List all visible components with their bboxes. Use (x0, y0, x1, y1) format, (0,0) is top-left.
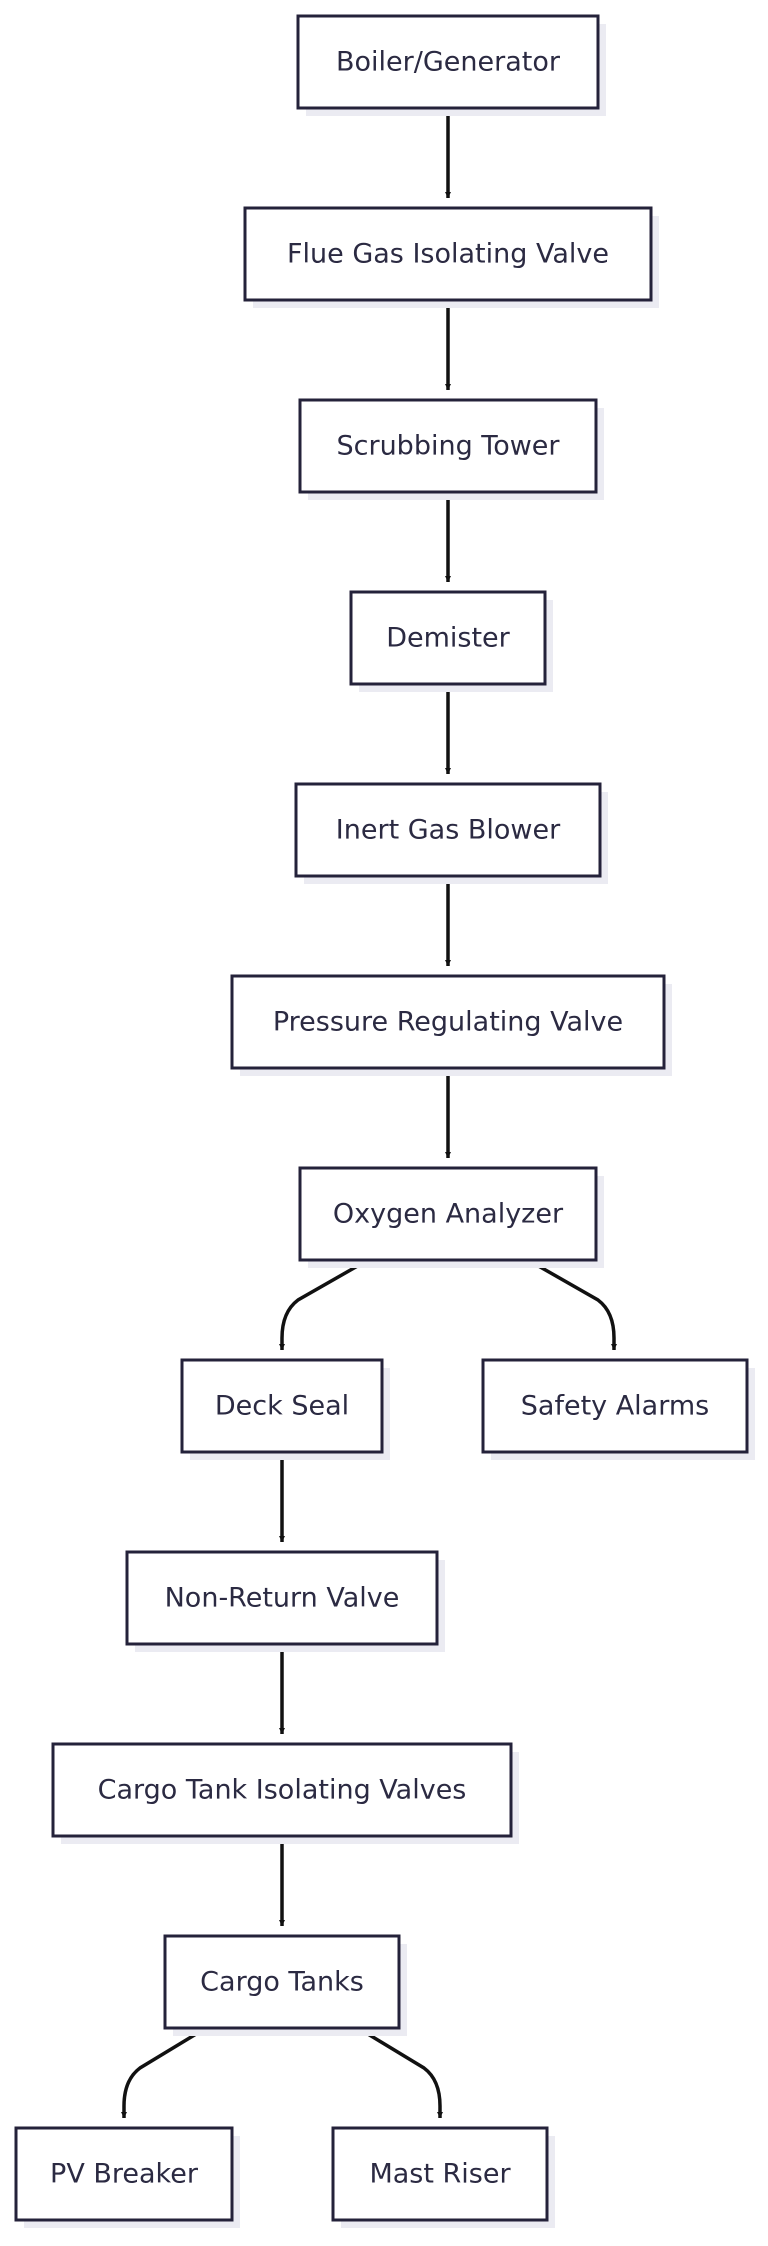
node-label: Mast Riser (369, 2159, 511, 2190)
edge-oxy-seal (279, 1258, 369, 1350)
node-box (14, 2126, 234, 2222)
node-flue: Flue Gas Isolating Valve (243, 206, 659, 308)
node-seal: Deck Seal (180, 1358, 390, 1460)
node-box (180, 1358, 384, 1454)
node-box (243, 206, 653, 302)
node-label: Safety Alarms (521, 1391, 709, 1422)
node-box (481, 1358, 749, 1454)
node-box (163, 1934, 401, 2030)
node-box (294, 782, 602, 878)
node-nrv: Non-Return Valve (125, 1550, 445, 1652)
node-boiler: Boiler/Generator (296, 14, 606, 116)
node-oxy: Oxygen Analyzer (298, 1166, 604, 1268)
node-box (349, 590, 547, 686)
node-label: Non-Return Valve (165, 1583, 400, 1614)
edges (121, 108, 617, 2118)
node-label: Inert Gas Blower (336, 815, 561, 846)
node-ctiv: Cargo Tank Isolating Valves (51, 1742, 519, 1844)
node-label: Pressure Regulating Valve (273, 1007, 623, 1038)
node-box (230, 974, 666, 1070)
node-label: Flue Gas Isolating Valve (287, 239, 609, 270)
node-box (125, 1550, 439, 1646)
node-box (51, 1742, 513, 1838)
edge-tanks-pv (121, 2026, 207, 2118)
node-demist: Demister (349, 590, 553, 692)
node-label: Cargo Tanks (200, 1967, 364, 1998)
node-label: Boiler/Generator (336, 47, 561, 78)
edge-oxy-alarm (527, 1258, 617, 1350)
node-mast: Mast Riser (331, 2126, 555, 2228)
node-label: Cargo Tank Isolating Valves (98, 1775, 467, 1806)
node-scrub: Scrubbing Tower (298, 398, 604, 500)
node-label: PV Breaker (50, 2159, 199, 2190)
edge-tanks-mast (357, 2026, 443, 2118)
node-alarm: Safety Alarms (481, 1358, 755, 1460)
node-label: Demister (386, 623, 510, 654)
node-box (298, 1166, 598, 1262)
node-pv: PV Breaker (14, 2126, 240, 2228)
node-box (331, 2126, 549, 2222)
node-box (298, 398, 598, 494)
node-label: Scrubbing Tower (336, 431, 560, 462)
node-label: Oxygen Analyzer (333, 1199, 564, 1230)
node-tanks: Cargo Tanks (163, 1934, 407, 2036)
node-label: Deck Seal (215, 1391, 349, 1422)
node-box (296, 14, 600, 110)
node-prv: Pressure Regulating Valve (230, 974, 672, 1076)
node-blower: Inert Gas Blower (294, 782, 608, 884)
